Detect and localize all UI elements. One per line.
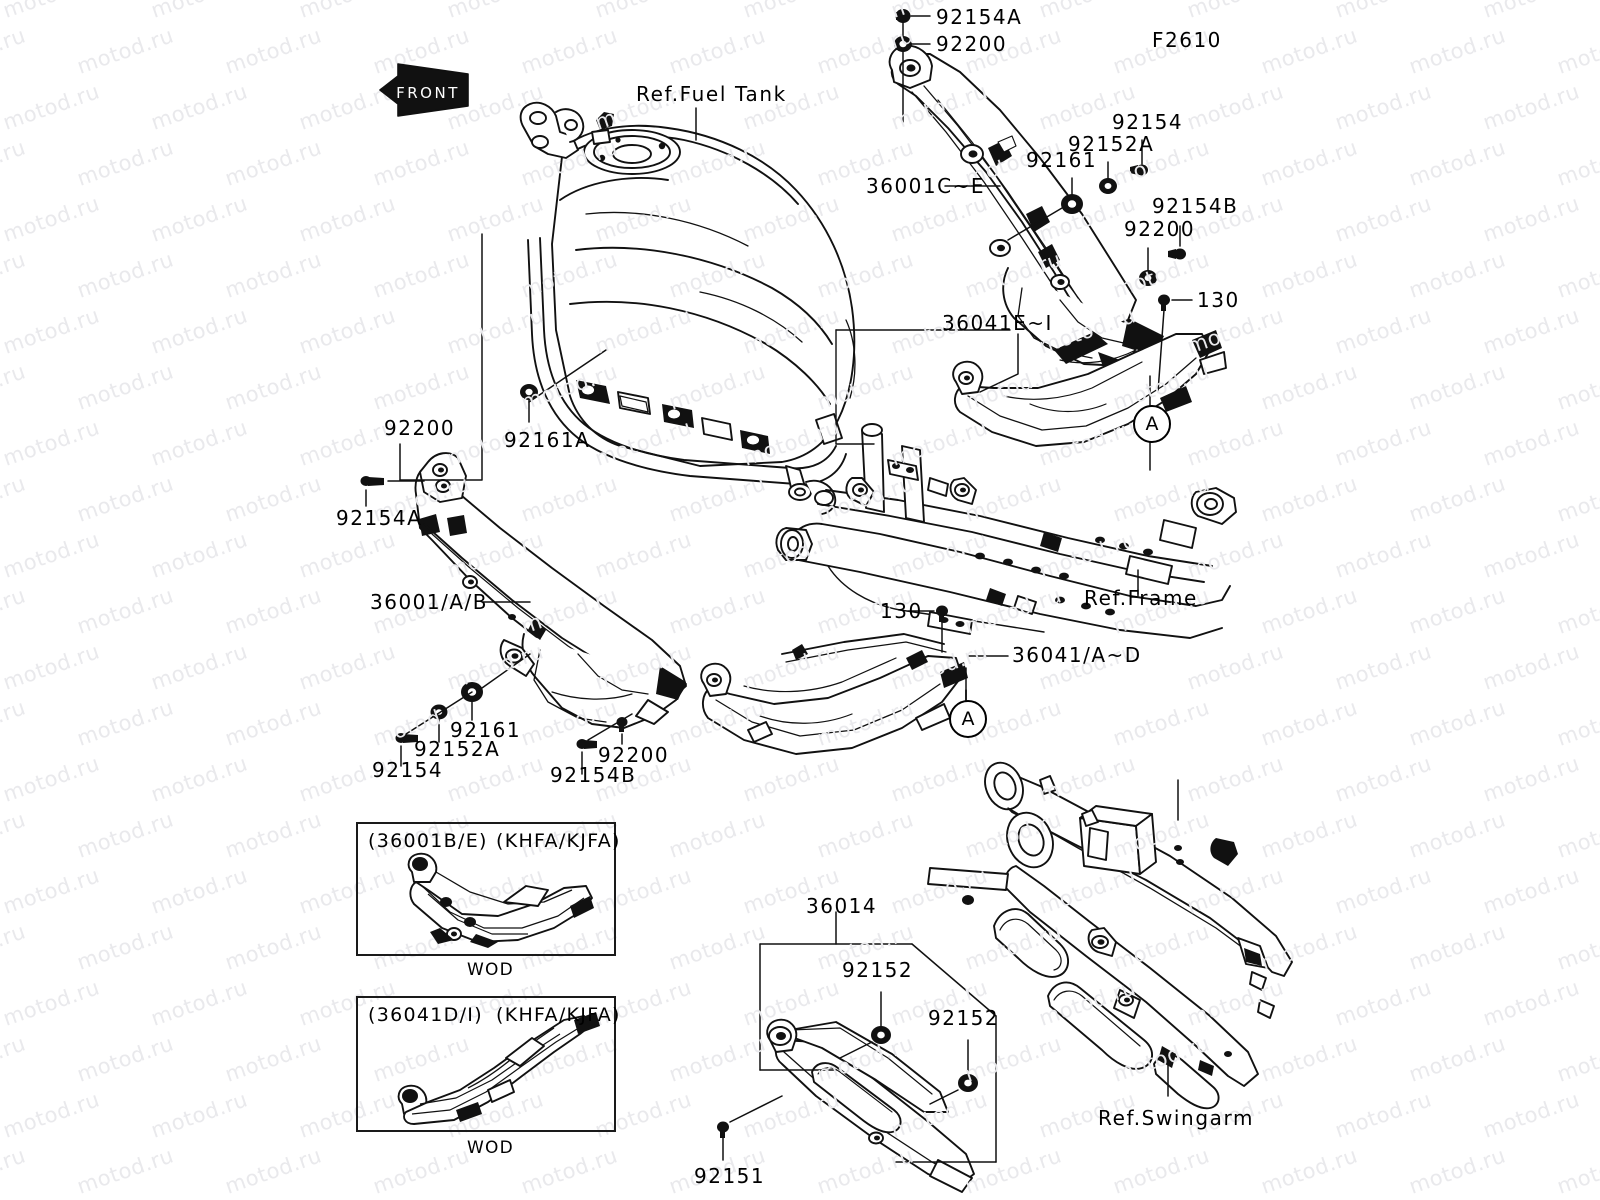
- label-92200-right: 92200: [1124, 217, 1196, 241]
- fastener-92152-b: [958, 1074, 978, 1092]
- svg-text:FRONT: FRONT: [396, 84, 460, 102]
- ref-frame-label: Ref.Frame: [1084, 586, 1198, 610]
- fastener-92161-right: [1061, 194, 1083, 214]
- label-92161A: 92161A: [504, 428, 591, 452]
- fastener-92154-right: [1130, 164, 1148, 176]
- inset-1-code: (36001B/E): [368, 830, 488, 852]
- fastener-92154B-bottom: [576, 739, 597, 749]
- label-92200-bottom: 92200: [598, 743, 670, 767]
- label-92161-bottom: 92161: [450, 718, 522, 742]
- fastener-130-right: [1158, 294, 1170, 311]
- fastener-92161A: [520, 384, 538, 400]
- label-36001AB: 36001/A/B: [370, 590, 489, 614]
- label-92200-left: 92200: [384, 416, 456, 440]
- fastener-92154-bottom: [395, 733, 418, 743]
- label-36001CE: 36001C~E: [866, 174, 985, 198]
- label-92152-a: 92152: [842, 958, 914, 982]
- label-92152-b: 92152: [928, 1006, 1000, 1030]
- label-36014: 36014: [806, 894, 878, 918]
- sheet-code: F2610: [1152, 28, 1222, 52]
- fastener-92200-right: [1139, 270, 1157, 286]
- fastener-92154A-left: [360, 476, 384, 486]
- fastener-92200-top: [894, 36, 912, 52]
- center-lower-cowl: [700, 633, 968, 755]
- label-130-center: 130: [880, 599, 923, 623]
- inset-2-code: (36041D/I): [368, 1004, 483, 1026]
- label-92152A-right: 92152A: [1068, 132, 1155, 156]
- label-92200-top: 92200: [936, 32, 1008, 56]
- fuel-tank-drawing: [519, 101, 856, 515]
- frame-drawing: [775, 423, 1237, 639]
- front-direction-marker: FRONT: [376, 62, 472, 120]
- upper-right-cowl: [888, 44, 1169, 380]
- inset-1-variant: (KHFA/KJFA): [496, 830, 621, 852]
- fastener-130-center: [936, 605, 948, 622]
- inset-2-caption: WOD: [467, 1138, 514, 1158]
- label-92154B-bottom: 92154B: [550, 763, 637, 787]
- fastener-92200-bottom: [616, 717, 628, 732]
- label-92161-right: 92161: [1026, 148, 1098, 172]
- ref-fuel-tank-label: Ref.Fuel Tank: [636, 82, 787, 106]
- swingarm-drawing: [927, 761, 1293, 1110]
- callout-a-lower-label: A: [961, 708, 975, 730]
- ref-swingarm-label: Ref.Swingarm: [1098, 1106, 1255, 1130]
- label-36041EI: 36041E~I: [942, 311, 1053, 335]
- callout-a-lower: A: [949, 700, 987, 738]
- label-92151: 92151: [694, 1164, 766, 1188]
- fastener-92154A-top: [895, 9, 911, 23]
- inset-2-variant: (KHFA/KJFA): [496, 1004, 621, 1026]
- label-92154-right: 92154: [1112, 110, 1184, 134]
- fastener-92151: [717, 1121, 729, 1138]
- chain-guard-drawing: [766, 1018, 975, 1193]
- label-36041AD: 36041/A~D: [1012, 643, 1142, 667]
- inset-panel-36041DI: [356, 996, 616, 1132]
- inset-1-caption: WOD: [467, 960, 514, 980]
- inset-panel-36001BE: [356, 822, 616, 956]
- label-92152A-bottom: 92152A: [414, 737, 501, 761]
- label-92154B-right: 92154B: [1152, 194, 1239, 218]
- label-92154A-top: 92154A: [936, 5, 1023, 29]
- left-side-cowl: [414, 452, 687, 729]
- label-130-right: 130: [1197, 288, 1240, 312]
- callout-a-upper: A: [1133, 405, 1171, 443]
- label-92154-bottom: 92154: [372, 758, 444, 782]
- group-boxes: [835, 329, 1011, 445]
- callout-a-upper-label: A: [1145, 413, 1159, 435]
- right-lower-cowl: [952, 330, 1227, 447]
- leader-lines: [365, 15, 1193, 1163]
- fastener-92152-a: [871, 1026, 891, 1044]
- fastener-92152A-right: [1099, 178, 1117, 194]
- fastener-92154B-right: [1168, 248, 1186, 260]
- label-92154A-left: 92154A: [336, 506, 423, 530]
